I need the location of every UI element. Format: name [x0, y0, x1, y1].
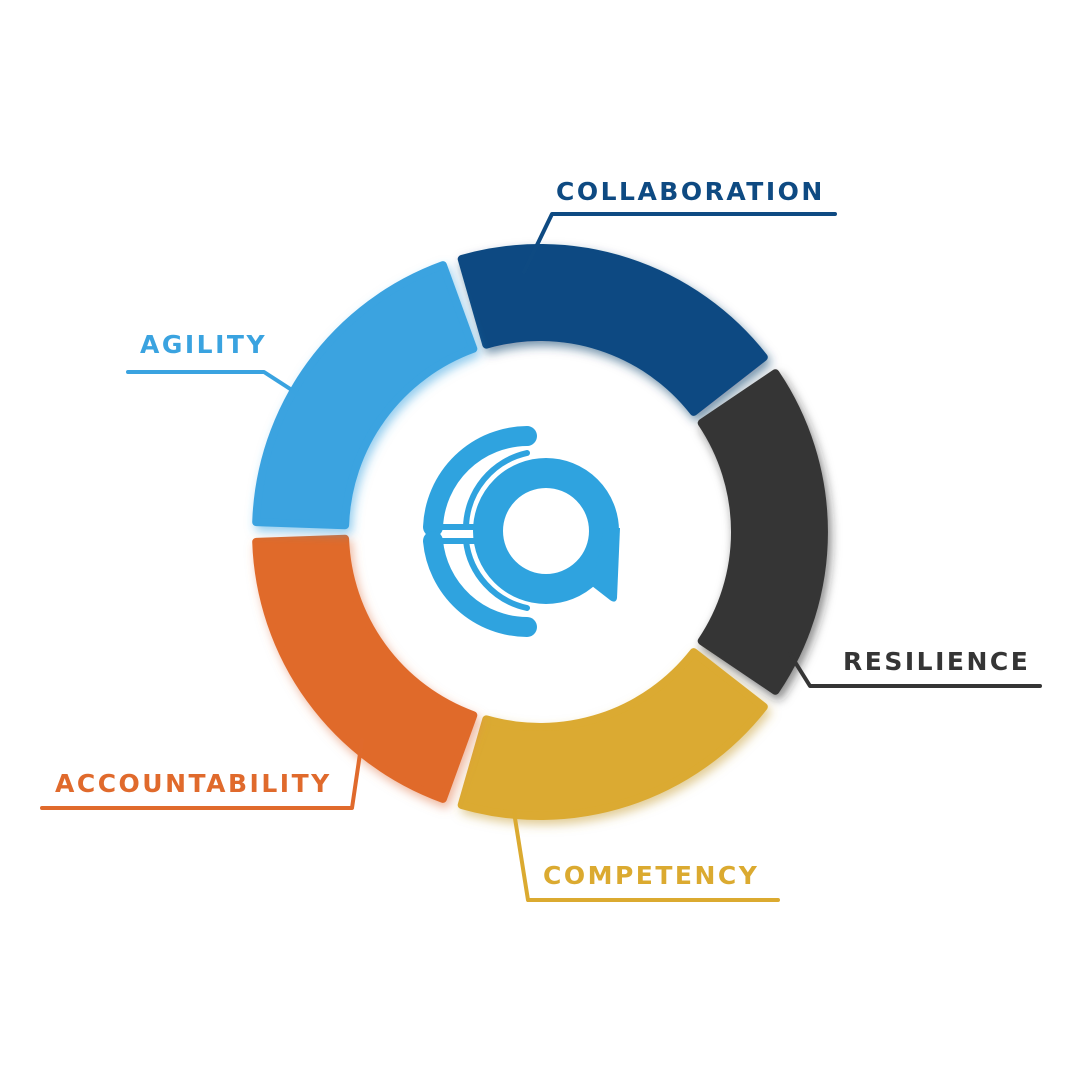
agility-segment [252, 261, 478, 530]
resilience-leader-line [788, 652, 1042, 688]
resilience-label: RESILIENCE [843, 647, 1030, 676]
collaboration-label: COLLABORATION [556, 177, 825, 206]
accountability-segment [252, 534, 478, 803]
agility-label: AGILITY [140, 330, 267, 359]
logo-tail-icon [592, 528, 620, 602]
agility-leader-line [126, 370, 300, 396]
stylized-a-logo-icon [423, 426, 619, 637]
resilience-segment [697, 369, 828, 695]
competency-label: COMPETENCY [543, 861, 759, 890]
collaboration-leader-line [522, 212, 837, 274]
competency-segment [457, 648, 768, 820]
ring-segments [252, 244, 828, 820]
collaboration-segment [457, 244, 768, 416]
accountability-label: ACCOUNTABILITY [55, 769, 332, 798]
accountability-leader-line [40, 738, 364, 810]
competency-leader-line [512, 810, 780, 902]
